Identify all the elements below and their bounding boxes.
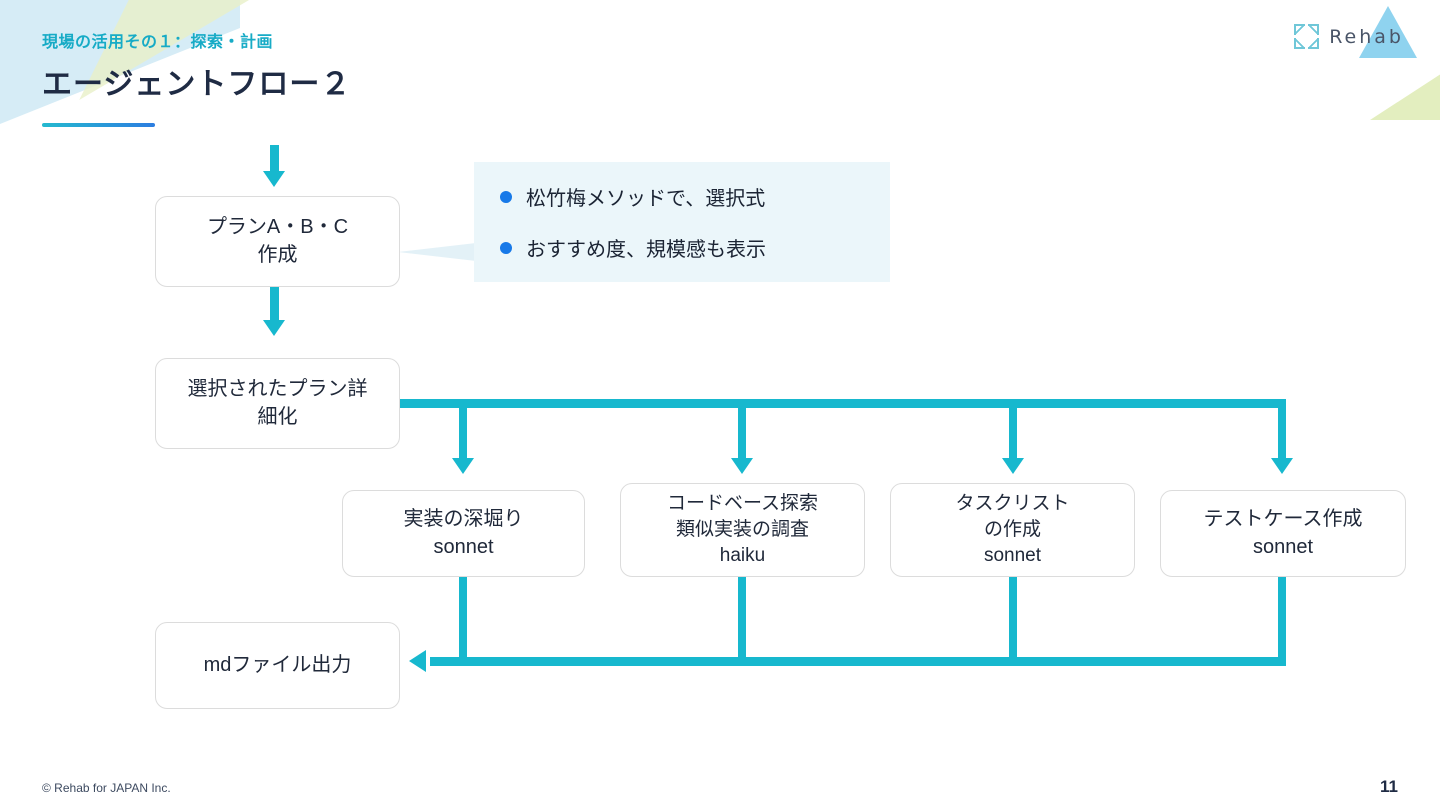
connector-fanout-arrowhead-1 xyxy=(452,458,474,474)
callout-item-label: おすすめ度、規模感も表示 xyxy=(526,239,766,261)
flow-node-line: 作成 xyxy=(257,243,298,266)
connector-fanin-bus xyxy=(430,657,1286,666)
bullet-dot-icon xyxy=(500,241,512,254)
flow-node-line: 細化 xyxy=(257,405,298,428)
flow-node-md-output[interactable]: mdファイル出力 xyxy=(155,622,400,709)
connector-fanin-arrowhead xyxy=(409,650,426,672)
callout-item: おすすめ度、規模感も表示 xyxy=(500,233,864,262)
connector-fanin-riser-2 xyxy=(738,577,746,665)
connector-fanout-arrowhead-4 xyxy=(1271,458,1293,474)
flow-node-line: mdファイル出力 xyxy=(203,653,352,676)
connector-fanout-drop-2 xyxy=(738,399,746,461)
connector-fanin-riser-4 xyxy=(1278,577,1286,665)
flow-node-line: 選択されたプラン詳 xyxy=(187,377,368,400)
flow-node-impl-deepdive[interactable]: 実装の深堀り sonnet xyxy=(342,490,585,577)
connector-fanin-riser-1 xyxy=(459,577,467,665)
flow-node-line: プランA・B・C xyxy=(206,215,349,238)
flow-node-task-list[interactable]: タスクリスト の作成 sonnet xyxy=(890,483,1135,577)
connector-entry-stem xyxy=(270,145,279,173)
connector-plan-to-detail-arrowhead xyxy=(263,320,285,336)
brand-wordmark: Rehab xyxy=(1329,26,1404,48)
flow-node-line: タスクリスト xyxy=(955,492,1070,514)
flow-node-model: sonnet xyxy=(983,545,1042,567)
callout-item-label: 松竹梅メソッドで、選択式 xyxy=(526,188,766,210)
flow-node-model: sonnet xyxy=(433,535,494,558)
callout-item: 松竹梅メソッドで、選択式 xyxy=(500,182,864,211)
flow-node-plan-abc[interactable]: プランA・B・C 作成 xyxy=(155,196,400,287)
title-accent-bar xyxy=(42,123,155,127)
flow-node-line: 類似実装の調査 xyxy=(675,518,809,540)
connector-fanout-bus xyxy=(398,399,1286,408)
callout-tail-icon xyxy=(398,243,476,261)
connector-fanin-riser-3 xyxy=(1009,577,1017,665)
connector-entry-arrowhead xyxy=(263,171,285,187)
flow-node-test-case[interactable]: テストケース作成 sonnet xyxy=(1160,490,1406,577)
slide-eyebrow: 現場の活用その１：探索・計画 xyxy=(42,34,274,51)
rehab-mark-icon xyxy=(1294,24,1320,50)
footer-copyright: © Rehab for JAPAN Inc. xyxy=(42,781,171,795)
connector-fanout-drop-3 xyxy=(1009,399,1017,461)
callout-box: 松竹梅メソッドで、選択式 おすすめ度、規模感も表示 xyxy=(474,162,890,282)
flow-node-plan-detail[interactable]: 選択されたプラン詳 細化 xyxy=(155,358,400,449)
connector-fanout-drop-4 xyxy=(1278,399,1286,461)
flow-node-codebase-search[interactable]: コードベース探索 類似実装の調査 haiku xyxy=(620,483,865,577)
flow-node-model: haiku xyxy=(719,545,766,567)
connector-plan-to-detail-stem xyxy=(270,287,279,323)
flow-node-line: テストケース作成 xyxy=(1203,507,1363,530)
flow-node-line: コードベース探索 xyxy=(666,492,819,514)
flow-node-line: の作成 xyxy=(983,518,1041,540)
flow-node-model: sonnet xyxy=(1252,535,1314,558)
page-number: 11 xyxy=(1380,777,1398,796)
bullet-dot-icon xyxy=(500,190,512,203)
connector-fanout-arrowhead-2 xyxy=(731,458,753,474)
connector-fanout-arrowhead-3 xyxy=(1002,458,1024,474)
decor-shape-top-right-green xyxy=(1370,68,1440,120)
connector-fanout-drop-1 xyxy=(459,399,467,461)
brand-logo: Rehab xyxy=(1294,24,1404,50)
page-title: エージェントフロー２ xyxy=(42,68,352,101)
flow-node-line: 実装の深堀り xyxy=(403,507,524,530)
